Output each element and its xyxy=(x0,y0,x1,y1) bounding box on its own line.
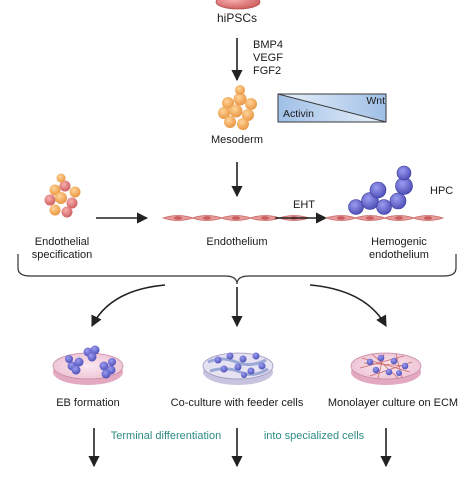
method-eb-formation: EB formation xyxy=(56,397,120,409)
monolayer-dish-icon xyxy=(350,352,422,385)
eht-label: EHT xyxy=(293,199,315,211)
method-monolayer: Monolayer culture on ECM xyxy=(327,397,459,409)
arrow-to-monolayer xyxy=(309,284,387,327)
bracket xyxy=(17,254,457,285)
mesoderm-cluster-icon xyxy=(218,85,257,130)
hemogenic-endothelium-icon xyxy=(325,215,444,221)
endothelial-spec-label-2: specification xyxy=(31,249,93,261)
note-specialized-cells: into specialized cells xyxy=(263,430,365,442)
endothelial-spec-cluster-icon xyxy=(44,173,81,218)
factor-vegf: VEGF xyxy=(253,52,283,64)
arrow-to-eb xyxy=(91,284,166,328)
activin-label: Activin xyxy=(283,108,314,120)
method-coculture: Co-culture with feeder cells xyxy=(170,397,304,409)
endothelial-spec-label-1: Endothelial xyxy=(34,236,90,248)
wnt-label: Wnt xyxy=(366,95,385,107)
hpc-label: HPC xyxy=(430,185,454,197)
coculture-dish-icon xyxy=(202,352,274,385)
hemogenic-label-2: endothelium xyxy=(369,249,429,261)
factor-fgf2: FGF2 xyxy=(253,65,282,77)
factor-bmp4: BMP4 xyxy=(253,39,283,51)
endothelium-label: Endothelium xyxy=(206,236,268,248)
eb-dish-icon xyxy=(52,345,124,385)
mesoderm-label: Mesoderm xyxy=(211,134,263,146)
hipsc-cluster-icon xyxy=(215,0,261,10)
hpc-cells-icon xyxy=(348,165,413,215)
activin-wnt-gradient xyxy=(277,93,387,123)
hipsc-label: hiPSCs xyxy=(216,11,257,25)
hemogenic-label-1: Hemogenic xyxy=(371,236,427,248)
note-terminal-differentiation: Terminal differentiation xyxy=(110,430,222,442)
